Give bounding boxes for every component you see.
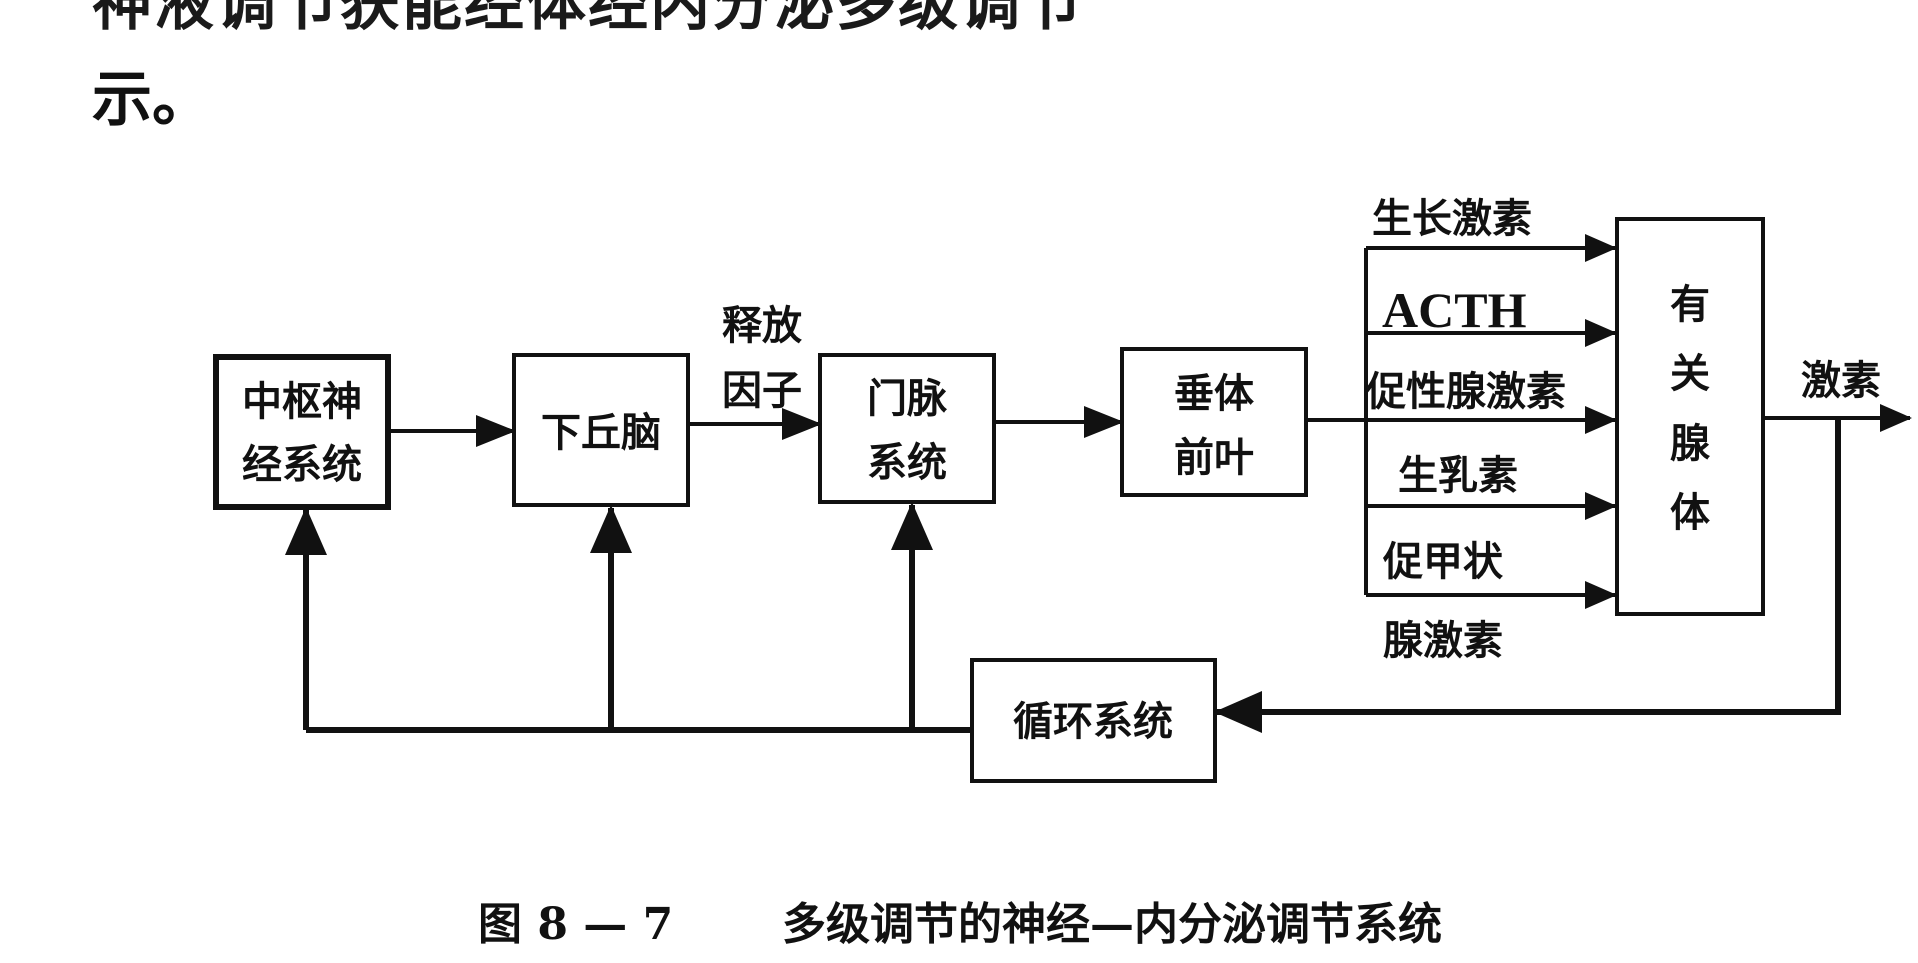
figure-number: 图 8 — 7 [478,899,674,950]
figure-title: 多级调节的神经—内分泌调节系统 [782,899,1442,950]
tsh-label-line-2: 腺激素 [1383,617,1503,664]
pituitary-label-line-1: 垂体 [1174,370,1254,417]
portal-system-box [818,353,996,504]
glands-label-char-3: 腺 [1670,420,1711,467]
hypothalamus-label: 下丘脑 [541,409,661,456]
prolactin-label: 生乳素 [1398,452,1518,499]
release-factor-label-line-2: 因子 [722,367,802,414]
related-glands-box [1615,217,1765,616]
portal-label-line-1: 门脉 [867,375,948,422]
circulation-system-box [970,658,1217,783]
acth-label: ACTH [1382,282,1527,338]
glands-label-char-1: 有 [1670,281,1710,328]
cns-label-line-2: 经系统 [242,441,362,488]
release-factor-label-line-1: 释放 [722,302,802,349]
portal-label-line-2: 系统 [867,439,947,486]
tsh-label-line-1: 促甲状 [1382,538,1504,585]
body-text-line-2: 示。 [92,65,212,135]
glands-label-char-4: 体 [1670,489,1710,536]
hormone-output-label: 激素 [1801,357,1881,404]
glands-label-char-2: 关 [1670,350,1710,397]
pituitary-label-line-2: 前叶 [1174,434,1254,481]
cns-label-line-1: 中枢神 [242,378,362,425]
pituitary-anterior-box [1120,347,1308,497]
gonadotropin-label: 促性腺激素 [1365,368,1566,415]
circulation-label: 循环系统 [1013,698,1173,745]
feedback-to-circulation [1214,418,1841,733]
growth-hormone-label: 生长激素 [1372,195,1532,242]
body-text-line-1: 神液调节获能经体经内分泌多级调节 [92,0,1084,39]
